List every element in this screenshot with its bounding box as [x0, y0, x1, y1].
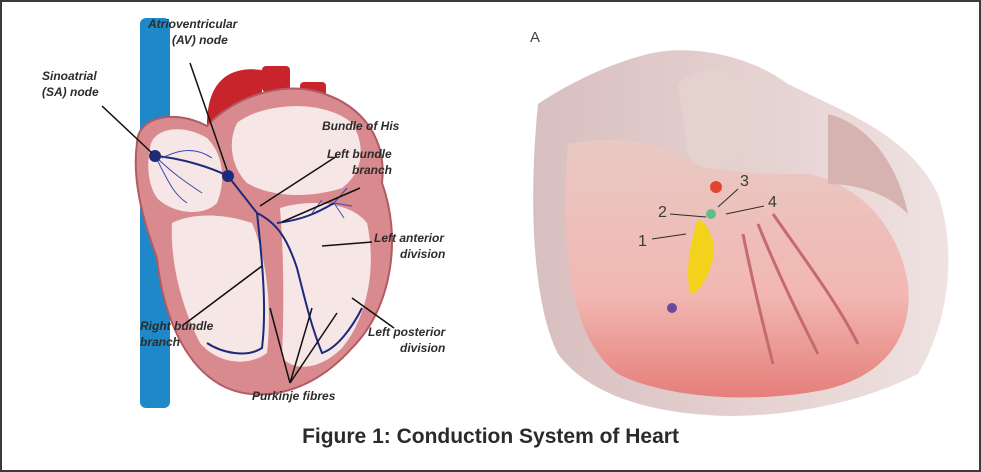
label-left-posterior-division: Left posterior division [368, 325, 449, 355]
label-av-node-line1: Atrioventricular [147, 17, 239, 31]
red-landmark [710, 181, 722, 193]
figure-caption: Figure 1: Conduction System of Heart [0, 425, 981, 449]
label-lpd-line2: division [400, 341, 445, 355]
label-sa-node: Sinoatrial (SA) node [42, 69, 100, 99]
label-lad-line1: Left anterior [374, 231, 445, 245]
label-rbb-line1: Right bundle [140, 319, 214, 333]
heart-anatomical-illustration: A 1 2 3 4 [528, 24, 965, 422]
marker-2: 2 [658, 204, 667, 221]
label-sa-node-line1: Sinoatrial [42, 69, 97, 83]
label-lbb-line1: Left bundle [327, 147, 392, 161]
label-sa-node-line2: (SA) node [42, 85, 99, 99]
label-av-node-line2: (AV) node [172, 33, 228, 47]
marker-4: 4 [768, 194, 777, 211]
marker-1: 1 [638, 233, 647, 250]
label-bundle-of-his: Bundle of His [322, 119, 400, 133]
label-lad-line2: division [400, 247, 445, 261]
heart-schematic-diagram: Sinoatrial (SA) node Atrioventricular (A… [22, 8, 472, 420]
purple-landmark [667, 303, 677, 313]
label-purkinje-fibres: Purkinje fibres [252, 389, 336, 403]
marker-3: 3 [740, 173, 749, 190]
label-rbb-line2: branch [140, 335, 180, 349]
av-node-dot [222, 170, 234, 182]
panel-letter: A [530, 29, 540, 46]
label-lpd-line1: Left posterior [368, 325, 447, 339]
label-lbb-line2: branch [352, 163, 392, 177]
green-landmark [706, 209, 716, 219]
